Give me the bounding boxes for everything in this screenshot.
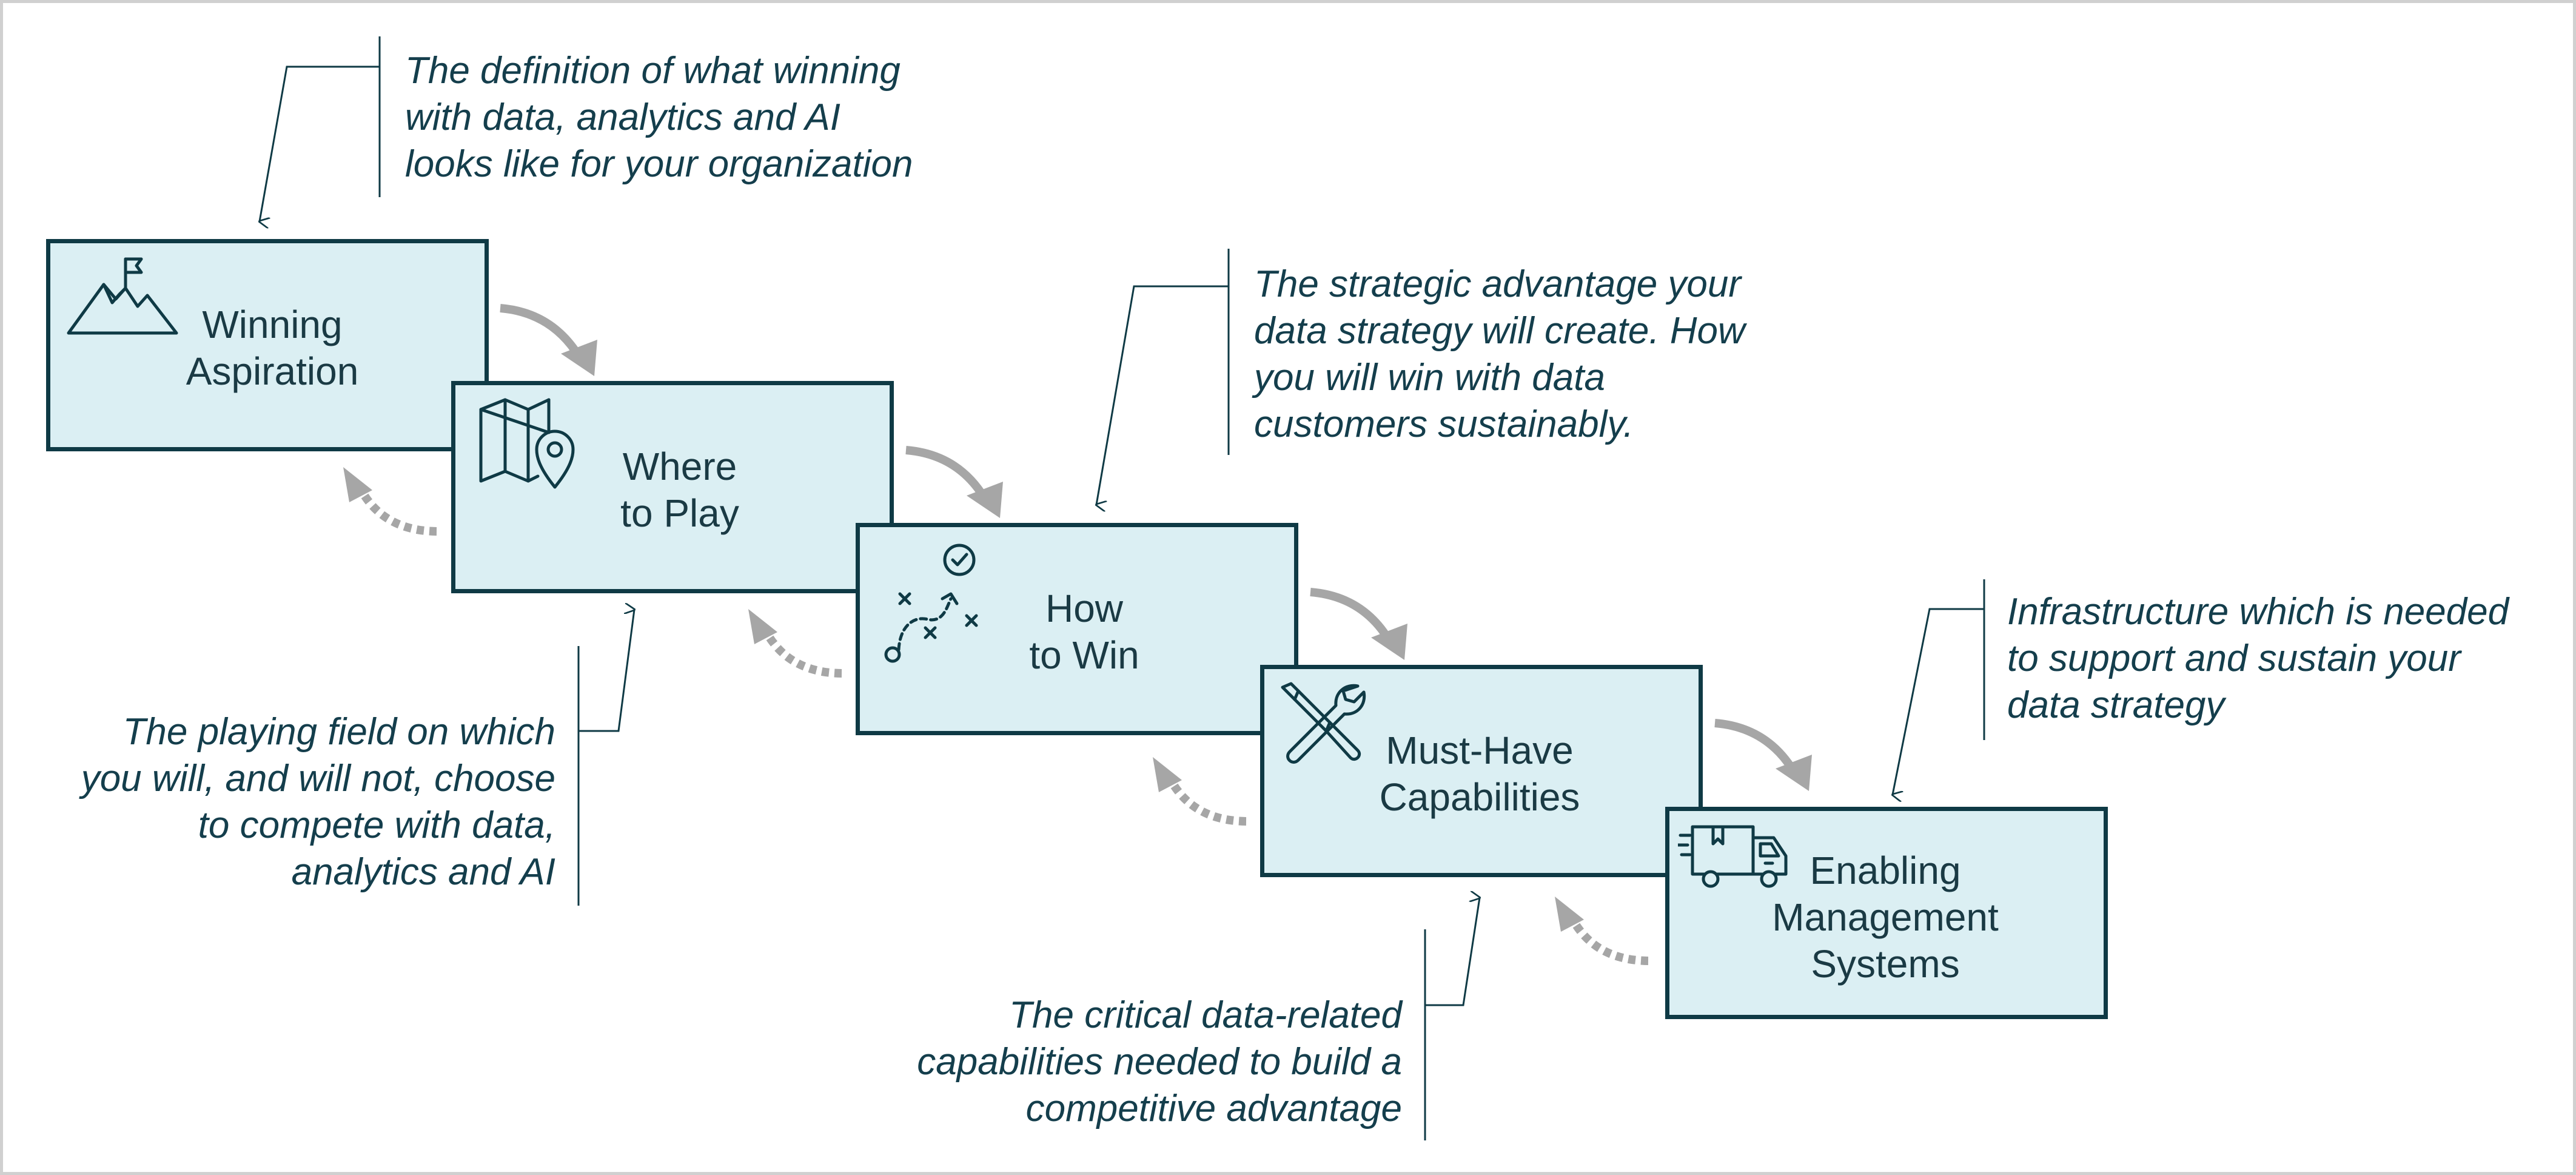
step-label: Where to Play (620, 445, 739, 535)
forward-arrow-2 (905, 446, 1003, 518)
note-where-to-play: The playing field on which you will, and… (81, 711, 555, 893)
note-enabling-management-systems: Infrastructure which is needed to suppor… (2007, 591, 2509, 726)
wrench-screwdriver-icon (1278, 681, 1369, 775)
step-label: Enabling Management Systems (1772, 849, 1999, 986)
step-winning-aspiration: Winning Aspiration (46, 239, 489, 451)
forward-arrow-4 (1714, 719, 1812, 791)
play-strategy-icon (876, 536, 985, 666)
feedback-arrow-2 (748, 609, 842, 678)
step-where-to-play: Where to Play (451, 381, 894, 593)
feedback-arrows (343, 467, 1649, 965)
callout-must-have-capabilities (1424, 898, 1480, 1140)
step-how-to-win: How to Win (856, 523, 1298, 735)
delivery-truck-icon (1676, 823, 1793, 893)
step-label: Must-Have Capabilities (1379, 729, 1580, 819)
forward-arrow-1 (500, 304, 597, 376)
callout-how-to-win (1096, 249, 1230, 505)
callout-where-to-play (577, 610, 634, 906)
feedback-arrow-3 (1153, 757, 1247, 826)
callout-lines (260, 36, 1985, 1140)
forward-arrows (500, 304, 1812, 791)
step-must-have-capabilities: Must-Have Capabilities (1260, 665, 1703, 877)
callout-enabling-management-systems (1893, 579, 1985, 795)
note-must-have-capabilities: The critical data-related capabilities n… (917, 994, 1402, 1130)
feedback-arrow-4 (1555, 897, 1649, 965)
step-enabling-management-systems: Enabling Management Systems (1665, 807, 2108, 1019)
forward-arrow-3 (1310, 588, 1407, 660)
mountain-flag-icon (66, 255, 179, 341)
note-how-to-win: The strategic advantage your data strate… (1254, 263, 1745, 445)
step-label: How to Win (1029, 587, 1139, 677)
note-winning-aspiration: The definition of what winning with data… (405, 50, 913, 185)
map-pin-icon (477, 396, 580, 496)
step-label: Winning Aspiration (186, 303, 359, 393)
callout-winning-aspiration (260, 36, 381, 221)
feedback-arrow-1 (343, 467, 437, 536)
